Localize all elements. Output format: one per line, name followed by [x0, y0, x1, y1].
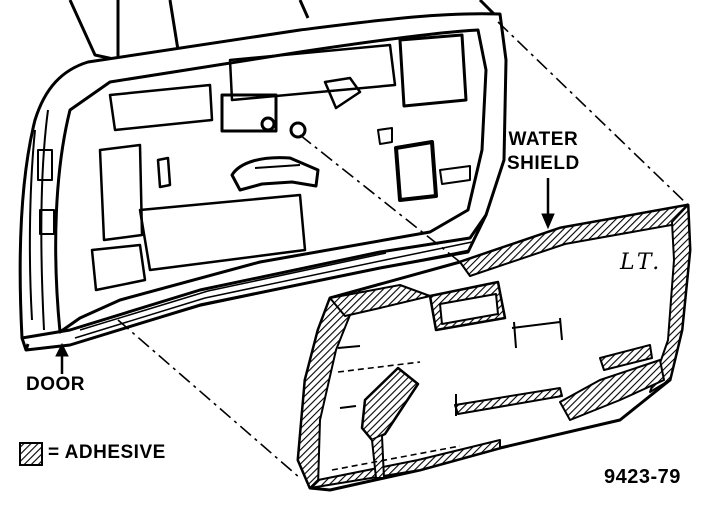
door-bottom-stripe	[69, 249, 471, 346]
adhesive-legend-swatch	[19, 442, 43, 466]
door-bottom-rail	[20, 214, 488, 352]
figure-number: 9423-79	[604, 466, 681, 488]
water-shield-label-line2: SHIELD	[507, 153, 580, 174]
water-shield-label-line1: WATER	[508, 129, 579, 150]
adhesive-lower-right	[559, 359, 665, 421]
water-shield-label: WATER SHIELD	[507, 128, 580, 176]
alignment-leader-lines	[117, 21, 689, 479]
adhesive-top-left	[329, 284, 431, 317]
door-lock-box	[220, 93, 278, 133]
door-inner-panel	[54, 28, 488, 334]
legend-text: = ADHESIVE	[48, 442, 166, 463]
hinge-edge	[28, 109, 49, 331]
door-cutout-upper	[228, 43, 397, 102]
adhesive-bottom-band	[309, 439, 501, 489]
door-cutout-top	[108, 83, 214, 132]
hinge-pocket	[37, 149, 53, 181]
water-shield	[296, 203, 692, 492]
adhesive-legend: = ADHESIVE	[20, 442, 166, 464]
door-speaker-opening	[394, 140, 438, 202]
door-cutout-bottom	[90, 243, 147, 292]
legend-swatch-spacer	[20, 442, 42, 464]
door-assembly	[18, 0, 508, 352]
adhesive-handle-strip	[360, 366, 420, 442]
window-frame	[68, 0, 502, 62]
door-cutout-left	[98, 143, 144, 242]
adhesive-right-band	[649, 204, 691, 393]
panel-marking: LT.	[620, 250, 664, 275]
callout-arrows	[55, 178, 555, 374]
latch-bracket	[323, 76, 362, 110]
door-window-opening	[398, 33, 468, 108]
door-label: DOOR	[26, 374, 85, 395]
door-cutout-center	[138, 193, 307, 272]
